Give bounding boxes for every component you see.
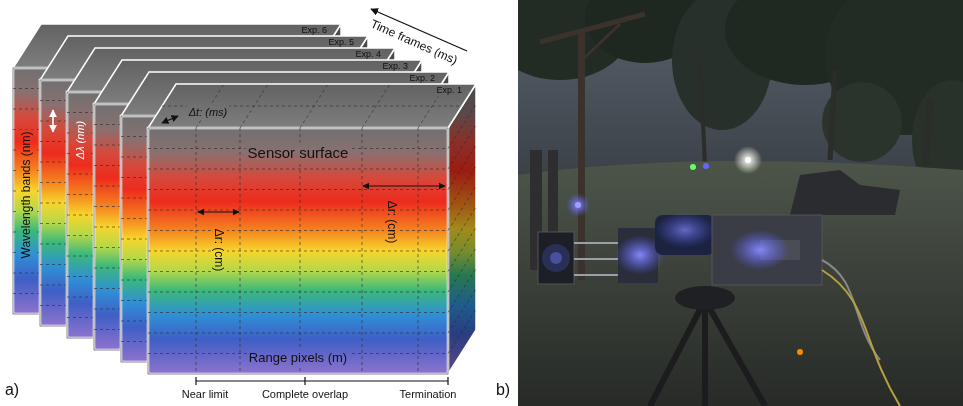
cage-rod <box>574 274 625 276</box>
field-photo <box>518 0 963 406</box>
grid-line <box>148 230 448 231</box>
tree-trunk <box>925 100 930 175</box>
grid-line <box>448 105 476 149</box>
face-outline <box>148 128 448 374</box>
blue-glow <box>730 230 790 270</box>
axis-title: Wavelength bands (nm) <box>20 132 32 259</box>
grid-line <box>448 289 476 333</box>
exposure-label: Exp. 3 <box>382 62 408 71</box>
camera-body <box>712 215 822 285</box>
blue-glow <box>655 212 715 248</box>
distant-light-glow <box>734 146 762 174</box>
grid-line <box>448 166 476 210</box>
sensor-face <box>148 128 448 374</box>
axis-tick-label: Complete overlap <box>262 389 348 400</box>
grid-line <box>148 271 448 272</box>
grid-line <box>448 228 476 272</box>
grid-line <box>148 251 448 252</box>
grid-line <box>362 128 363 374</box>
exposure-label: Exp. 6 <box>301 26 327 35</box>
tripod-leg <box>705 300 765 406</box>
dimension-label: Δt: (ms) <box>189 107 228 118</box>
panel-letter: a) <box>5 382 19 398</box>
side-shade <box>448 84 476 374</box>
axis-tick <box>304 377 305 385</box>
face-label: Sensor surface <box>248 145 349 160</box>
delta-r-arrow <box>198 211 239 212</box>
axis-tick-label: Termination <box>400 389 457 400</box>
axis-tick <box>195 377 196 385</box>
lens-centre <box>550 252 562 264</box>
delta-lambda-arrow <box>52 110 54 132</box>
green-light <box>690 164 696 170</box>
tripod-leg <box>702 300 708 406</box>
tree-trunk <box>830 70 835 160</box>
exposure-label: Exp. 4 <box>355 50 381 59</box>
grid-line <box>300 128 301 374</box>
distant-light <box>745 157 751 163</box>
lens <box>542 244 570 272</box>
grid-line <box>448 125 476 169</box>
status-light <box>797 349 803 355</box>
grid-line <box>148 333 448 334</box>
grid-line <box>148 292 448 293</box>
lawn <box>518 161 963 406</box>
exposure-label: Exp. 1 <box>436 86 462 95</box>
grid-line <box>240 128 241 374</box>
grid-line <box>448 207 476 251</box>
axis-title: Range pixels (m) <box>249 351 347 364</box>
annotations <box>53 9 467 385</box>
axis-tick <box>447 377 448 385</box>
laser-target <box>575 202 581 208</box>
grid-line <box>148 189 448 190</box>
tripod-leg <box>650 300 705 406</box>
grid-line <box>196 128 197 374</box>
wooden-beam <box>540 14 645 42</box>
top-face <box>148 84 476 128</box>
dimension-label: Δλ (nm) <box>75 121 86 159</box>
grid-line <box>418 128 419 374</box>
grid-line <box>448 187 476 231</box>
side-face <box>448 84 476 374</box>
lens-housing <box>538 232 574 284</box>
wooden-brace <box>582 24 620 60</box>
grid-line <box>448 146 476 190</box>
range-axis <box>196 380 448 381</box>
grid-line <box>148 169 448 170</box>
dimension-label: Δr: (cm) <box>213 229 225 272</box>
grid-line <box>448 269 476 313</box>
panel-letter: b) <box>496 382 510 398</box>
axis-title: Time frames (ms) <box>369 17 459 66</box>
grid-line <box>148 312 448 313</box>
tripod-head <box>675 286 735 310</box>
data-cube-stack <box>13 24 476 374</box>
grid <box>148 84 476 374</box>
exposure-slice <box>148 84 476 374</box>
laser-target-glow <box>566 193 590 217</box>
grid-line <box>148 210 448 211</box>
exposure-label: Exp. 5 <box>328 38 354 47</box>
dimension-label: Δr: (cm) <box>386 201 398 244</box>
cable <box>822 270 900 406</box>
delta-t-arrow <box>162 116 178 123</box>
tree-trunk <box>700 60 705 165</box>
bags <box>790 170 900 215</box>
grid-line <box>448 248 476 292</box>
axis-tick-label: Near limit <box>182 389 228 400</box>
blue-light <box>703 163 709 169</box>
grid-line <box>448 310 476 354</box>
exposure-label: Exp. 2 <box>409 74 435 83</box>
delta-r-arrow <box>363 185 445 186</box>
cage-rod <box>574 242 625 244</box>
